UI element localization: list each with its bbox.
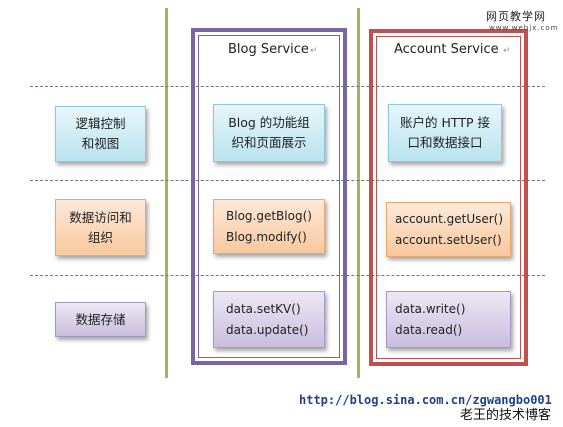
layer-label-view: 逻辑控制 和视图 (55, 106, 146, 162)
account-service-frame (369, 29, 528, 366)
lane-divider-left (165, 8, 168, 378)
account-access-box: account.getUser() account.setUser() (386, 202, 511, 257)
layer-label-data-access: 数据访问和 组织 (55, 199, 146, 256)
account-view-box: 账户的 HTTP 接 口和数据接口 (388, 104, 502, 162)
account-service-title: Account Service (394, 42, 499, 57)
layer-label-storage: 数据存储 (55, 302, 146, 337)
blog-view-box: Blog 的功能组 织和页面展示 (213, 104, 325, 162)
watermark-site-url: www.webjx.com (489, 24, 559, 32)
return-mark: ↵ (310, 46, 318, 56)
watermark-site-name: 网页教学网 (486, 10, 546, 23)
footer-blog-name: 老王的技术博客 (460, 408, 552, 423)
blog-service-frame (191, 28, 347, 365)
footer-blog-url: http://blog.sina.com.cn/zgwangbo001 (299, 393, 552, 407)
layer-separator-3 (30, 275, 545, 276)
blog-storage-box: data.setKV() data.update() (213, 291, 325, 348)
blog-access-box: Blog.getBlog() Blog.modify() (213, 199, 325, 254)
layer-separator-2 (30, 180, 545, 181)
blog-service-title: Blog Service (228, 42, 309, 57)
return-mark: ↵ (503, 46, 511, 56)
layer-separator-1 (30, 86, 545, 87)
account-storage-box: data.write() data.read() (386, 291, 511, 348)
lane-divider-right (357, 8, 360, 378)
